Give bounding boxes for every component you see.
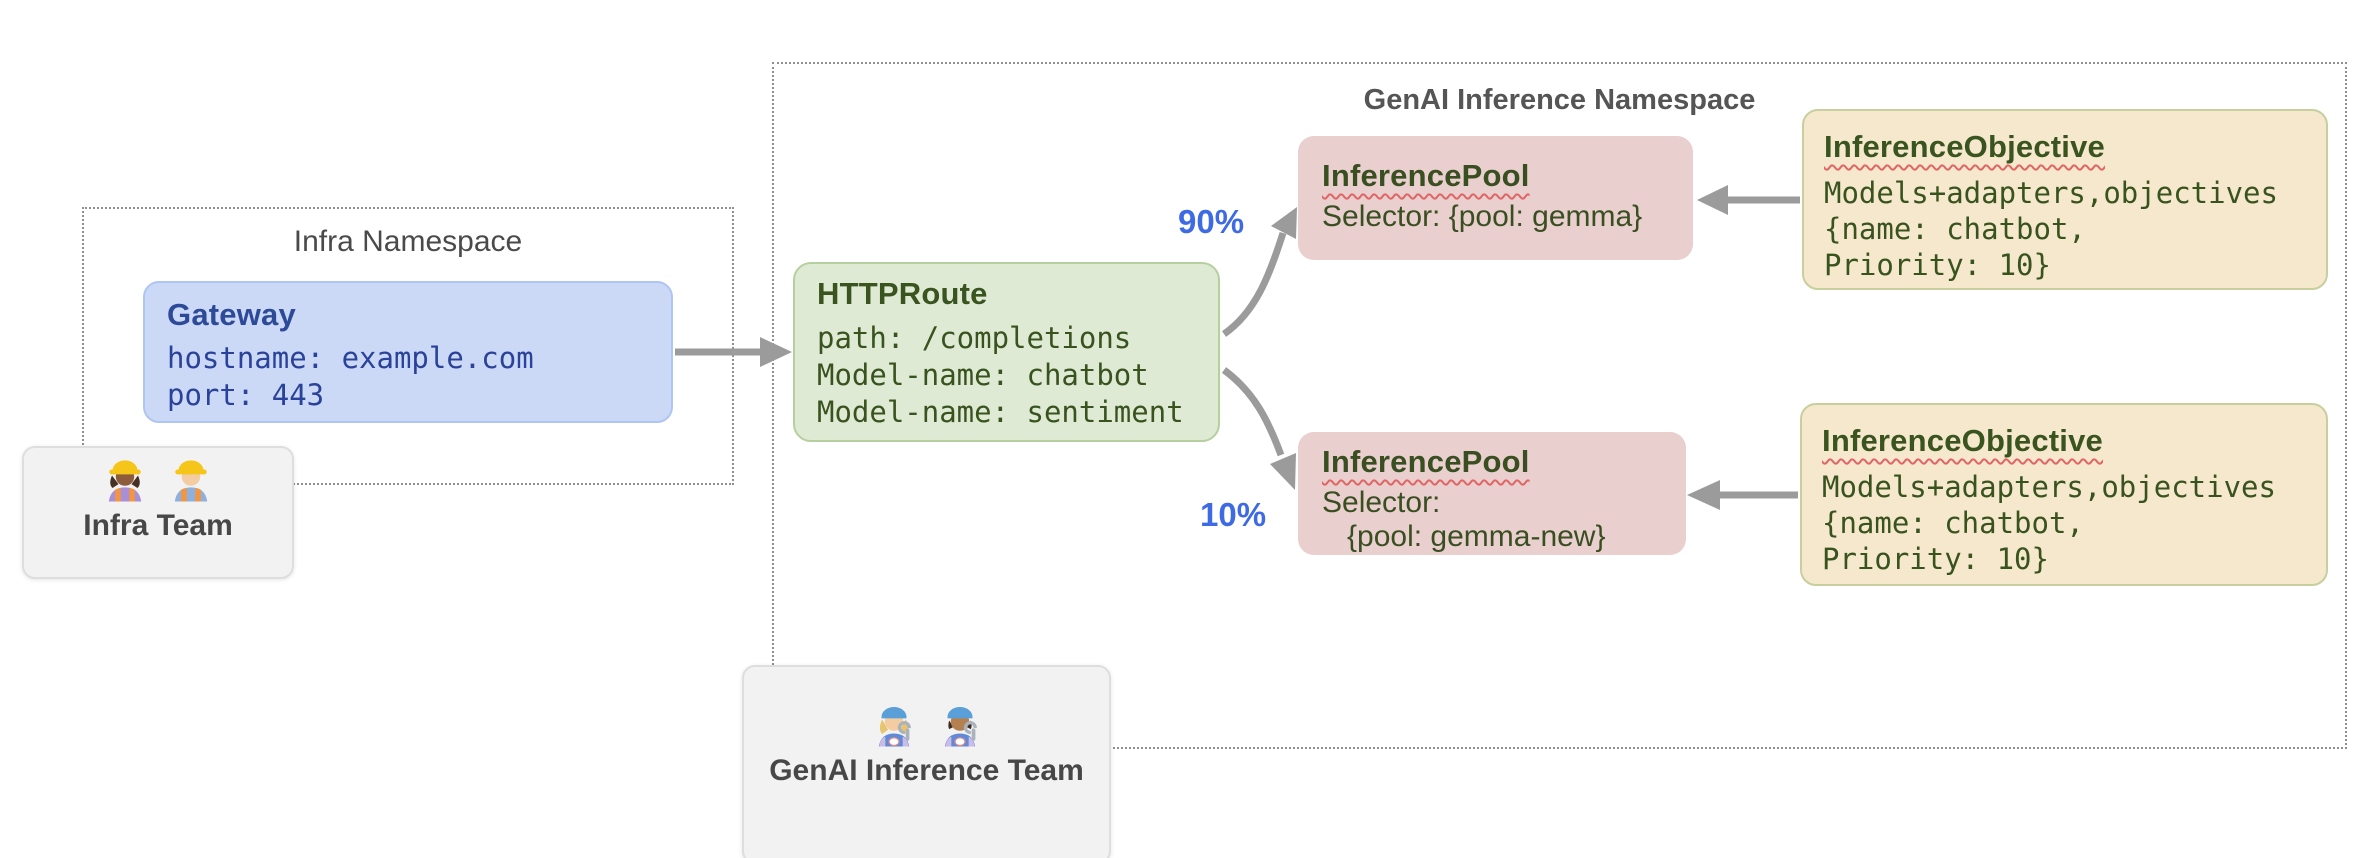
infra-team-emojis — [99, 456, 217, 508]
httproute-model-1: Model-name: chatbot — [817, 358, 1149, 392]
genai-team-card: GenAI Inference Team — [742, 665, 1111, 858]
httproute-model-2: Model-name: sentiment — [817, 395, 1184, 429]
objective-1-priority: Priority: 10} — [1824, 248, 2051, 282]
man-construction-worker-emoji — [174, 460, 208, 502]
inference-pool-2-box: InferencePool Selector: {pool: gemma-new… — [1298, 432, 1686, 555]
inference-objective-2-title: InferenceObjective — [1822, 423, 2103, 458]
objective-2-name: {name: chatbot, — [1822, 506, 2084, 540]
objective-1-models: Models+adapters,objectives — [1824, 176, 2278, 210]
infra-team-label: Infra Team — [83, 509, 233, 542]
inference-pool-1-selector: Selector: {pool: gemma} — [1322, 200, 1643, 233]
inference-objective-2-box: InferenceObjective Models+adapters,objec… — [1800, 403, 2328, 586]
genai-namespace-label: GenAI Inference Namespace — [1363, 84, 1756, 116]
inference-objective-1-title: InferenceObjective — [1824, 129, 2105, 164]
inference-pool-2-selector-value: {pool: gemma-new} — [1322, 520, 1606, 553]
genai-namespace-region: GenAI Inference Namespace — [772, 62, 2347, 749]
inference-pool-2-selector: Selector: — [1322, 486, 1441, 519]
woman-construction-worker-emoji — [108, 460, 142, 502]
genai-team-emojis — [868, 701, 986, 753]
traffic-split-90-label: 90% — [1178, 203, 1245, 240]
gateway-hostname: hostname: example.com — [167, 341, 534, 375]
httproute-box: HTTPRoute path: /completions Model-name:… — [793, 262, 1220, 442]
gateway-box: Gateway hostname: example.com port: 443 — [143, 281, 673, 423]
objective-2-models: Models+adapters,objectives — [1822, 470, 2276, 504]
inference-pool-2-title: InferencePool — [1322, 444, 1530, 479]
genai-team-label: GenAI Inference Team — [769, 754, 1084, 787]
inference-pool-1-title: InferencePool — [1322, 158, 1530, 193]
woman-mechanic-emoji — [878, 706, 911, 747]
gateway-title: Gateway — [167, 297, 296, 332]
objective-2-priority: Priority: 10} — [1822, 542, 2049, 576]
infra-namespace-region: Infra Namespace — [82, 207, 734, 485]
gateway-port: port: 443 — [167, 378, 325, 412]
infra-namespace-label: Infra Namespace — [293, 225, 523, 258]
inference-pool-1-box: InferencePool Selector: {pool: gemma} — [1298, 136, 1693, 260]
traffic-split-10-label: 10% — [1200, 496, 1267, 533]
man-mechanic-emoji — [944, 706, 977, 747]
httproute-title: HTTPRoute — [817, 276, 988, 311]
inference-objective-1-box: InferenceObjective Models+adapters,objec… — [1802, 109, 2328, 290]
httproute-path: path: /completions — [817, 321, 1132, 355]
infra-team-card: Infra Team — [22, 446, 294, 579]
objective-1-name: {name: chatbot, — [1824, 212, 2086, 246]
